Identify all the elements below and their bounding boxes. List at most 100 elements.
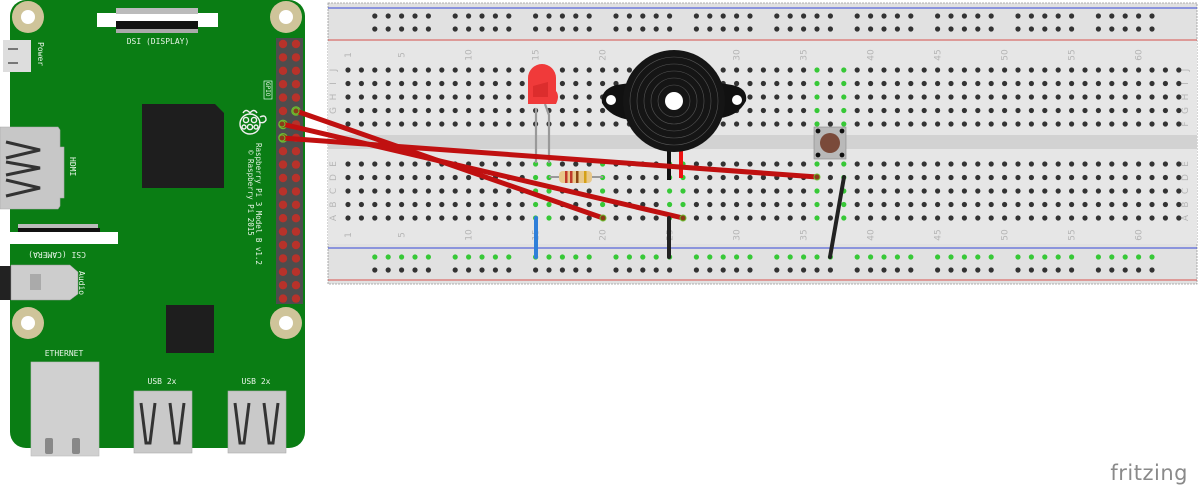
breadboard-hole[interactable] [452, 174, 458, 181]
breadboard-hole[interactable] [506, 67, 512, 73]
breadboard-hole[interactable] [948, 107, 954, 114]
breadboard-hole[interactable] [881, 188, 887, 194]
breadboard-hole[interactable] [1082, 94, 1088, 100]
breadboard-hole[interactable] [626, 188, 633, 194]
breadboard-hole[interactable] [1122, 67, 1128, 73]
breadboard-hole[interactable] [546, 188, 552, 194]
wire-end[interactable] [599, 214, 607, 222]
breadboard-hole[interactable] [1095, 80, 1101, 87]
breadboard-hole[interactable] [854, 107, 860, 114]
breadboard-hole[interactable] [1136, 161, 1142, 167]
breadboard-hole[interactable] [854, 188, 860, 194]
breadboard-hole[interactable] [385, 174, 391, 181]
breadboard-hole[interactable] [894, 161, 901, 167]
breadboard-hole[interactable] [1162, 67, 1168, 73]
rail-hole[interactable] [506, 267, 512, 273]
rail-hole[interactable] [1149, 267, 1155, 273]
breadboard-hole[interactable] [439, 188, 445, 194]
rail-hole[interactable] [894, 267, 901, 273]
breadboard-hole[interactable] [841, 67, 847, 73]
breadboard-hole[interactable] [546, 161, 552, 167]
gpio-pin[interactable] [291, 214, 301, 223]
rail-hole[interactable] [894, 26, 901, 32]
breadboard-hole[interactable] [1055, 161, 1061, 167]
breadboard-hole[interactable] [1015, 188, 1021, 194]
breadboard-hole[interactable] [921, 174, 927, 181]
breadboard-hole[interactable] [868, 215, 874, 221]
rail-hole[interactable] [854, 26, 860, 32]
breadboard-hole[interactable] [1122, 201, 1128, 208]
breadboard-hole[interactable] [1042, 67, 1048, 73]
rail-hole[interactable] [787, 254, 793, 260]
rail-hole[interactable] [908, 13, 914, 19]
breadboard-hole[interactable] [1015, 67, 1021, 73]
rail-hole[interactable] [586, 254, 592, 260]
rail-hole[interactable] [372, 254, 378, 260]
rail-hole[interactable] [814, 26, 820, 32]
breadboard-hole[interactable] [439, 215, 445, 221]
breadboard-hole[interactable] [345, 80, 351, 87]
breadboard-hole[interactable] [1109, 80, 1115, 87]
rail-hole[interactable] [975, 13, 981, 19]
rail-hole[interactable] [1042, 13, 1048, 19]
breadboard-hole[interactable] [1002, 80, 1008, 87]
rail-hole[interactable] [653, 267, 659, 273]
rail-hole[interactable] [412, 26, 418, 32]
rail-hole[interactable] [774, 13, 780, 19]
rail-hole[interactable] [667, 13, 673, 19]
rail-hole[interactable] [881, 254, 887, 260]
breadboard-hole[interactable] [707, 215, 713, 221]
breadboard-hole[interactable] [385, 201, 391, 208]
rail-hole[interactable] [693, 267, 700, 273]
rail-hole[interactable] [1136, 254, 1142, 260]
breadboard-hole[interactable] [492, 80, 498, 87]
rail-hole[interactable] [774, 26, 780, 32]
breadboard-hole[interactable] [841, 215, 847, 221]
breadboard-hole[interactable] [358, 161, 364, 167]
rail-hole[interactable] [988, 13, 994, 19]
breadboard-hole[interactable] [801, 121, 807, 127]
breadboard-hole[interactable] [1136, 121, 1142, 127]
rail-hole[interactable] [693, 26, 700, 32]
breadboard-hole[interactable] [492, 201, 498, 208]
breadboard-hole[interactable] [801, 80, 807, 87]
gpio-pin[interactable] [291, 281, 301, 290]
breadboard-hole[interactable] [814, 94, 820, 100]
breadboard-hole[interactable] [1149, 201, 1155, 208]
rail-hole[interactable] [693, 254, 700, 260]
rail-hole[interactable] [492, 267, 498, 273]
breadboard-hole[interactable] [1176, 188, 1182, 194]
breadboard-hole[interactable] [452, 188, 458, 194]
breadboard-hole[interactable] [345, 174, 351, 181]
breadboard-hole[interactable] [961, 188, 968, 194]
breadboard-hole[interactable] [881, 161, 887, 167]
rail-hole[interactable] [466, 267, 472, 273]
breadboard-hole[interactable] [425, 80, 431, 87]
rail-hole[interactable] [868, 254, 874, 260]
breadboard-hole[interactable] [1095, 174, 1101, 181]
breadboard-hole[interactable] [399, 67, 405, 73]
breadboard-hole[interactable] [908, 161, 914, 167]
breadboard-hole[interactable] [881, 215, 887, 221]
rail-hole[interactable] [827, 267, 834, 273]
breadboard-hole[interactable] [1095, 94, 1101, 100]
rail-hole[interactable] [372, 13, 378, 19]
rail-hole[interactable] [492, 26, 498, 32]
breadboard-hole[interactable] [1176, 67, 1182, 73]
rail-hole[interactable] [1136, 26, 1142, 32]
breadboard-hole[interactable] [854, 215, 860, 221]
rail-hole[interactable] [613, 254, 619, 260]
rail-hole[interactable] [573, 254, 579, 260]
breadboard-hole[interactable] [734, 201, 740, 208]
breadboard-hole[interactable] [559, 161, 566, 167]
rail-hole[interactable] [385, 254, 391, 260]
rail-hole[interactable] [935, 267, 941, 273]
breadboard-hole[interactable] [358, 215, 364, 221]
rail-hole[interactable] [908, 26, 914, 32]
rail-hole[interactable] [1109, 13, 1115, 19]
breadboard-hole[interactable] [466, 121, 472, 127]
breadboard-hole[interactable] [506, 107, 512, 114]
breadboard-hole[interactable] [935, 107, 941, 114]
rail-hole[interactable] [613, 267, 619, 273]
rail-hole[interactable] [935, 13, 941, 19]
